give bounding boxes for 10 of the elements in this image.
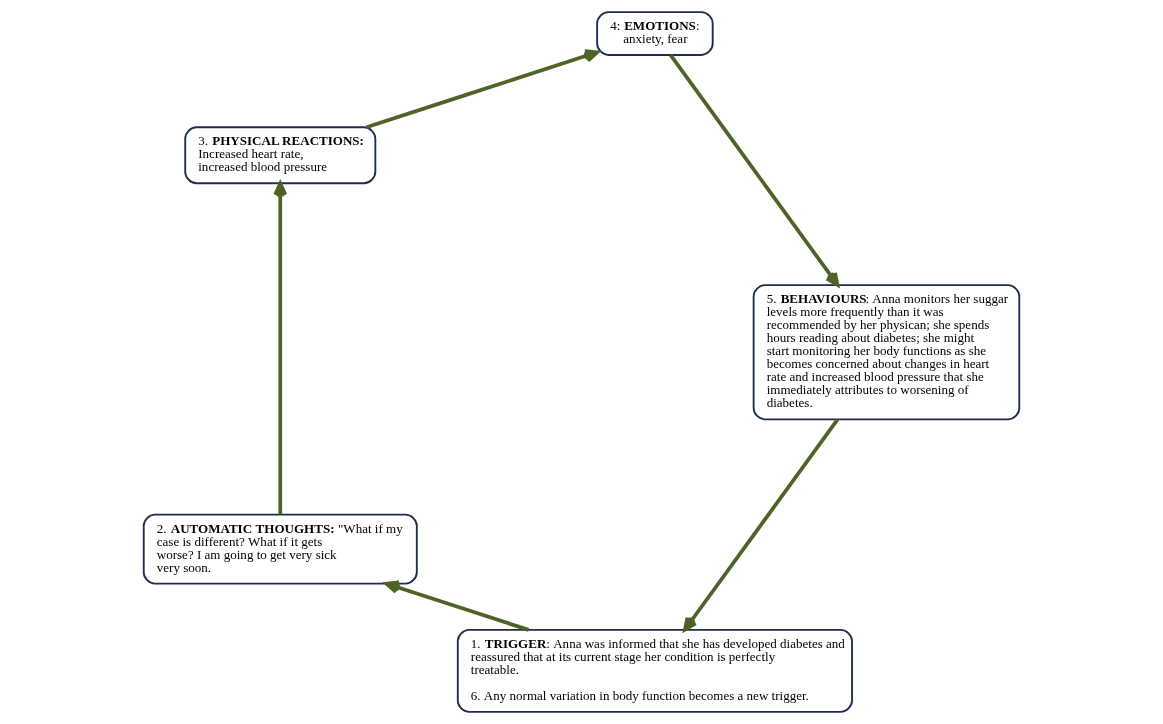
arrow <box>669 54 840 287</box>
arrow <box>273 181 288 515</box>
arrow <box>365 49 599 130</box>
node-box: 3. PHYSICAL REACTIONS: Increased heart rate, increased blood pressure <box>184 126 377 185</box>
node-box: 2. AUTOMATIC THOUGHTS: "What if my case is different? What if it gets worse? I am going to get very sick very soon. <box>142 513 418 585</box>
arrow <box>384 580 530 632</box>
node-box: 5. BEHAVIOURS: Anna monitors her suggar levels more frequently than it was recommended by her physican; she spends hours reading about diabetes; she might start monitoring her body functions as she becomes concerned about changes in heart rate and increased blood pressure that she immediately attributes to worsening of diabetes. <box>752 284 1021 421</box>
node-box: 4: EMOTIONS: anxiety, fear <box>596 11 714 56</box>
arrow <box>683 418 840 632</box>
node-box: 1. TRIGGER: Anna was informed that she has developed diabetes and reassured that at its current stage her condition is perfectly treatable. 6. Any normal variation in body function becomes a new trigger. <box>456 628 853 713</box>
